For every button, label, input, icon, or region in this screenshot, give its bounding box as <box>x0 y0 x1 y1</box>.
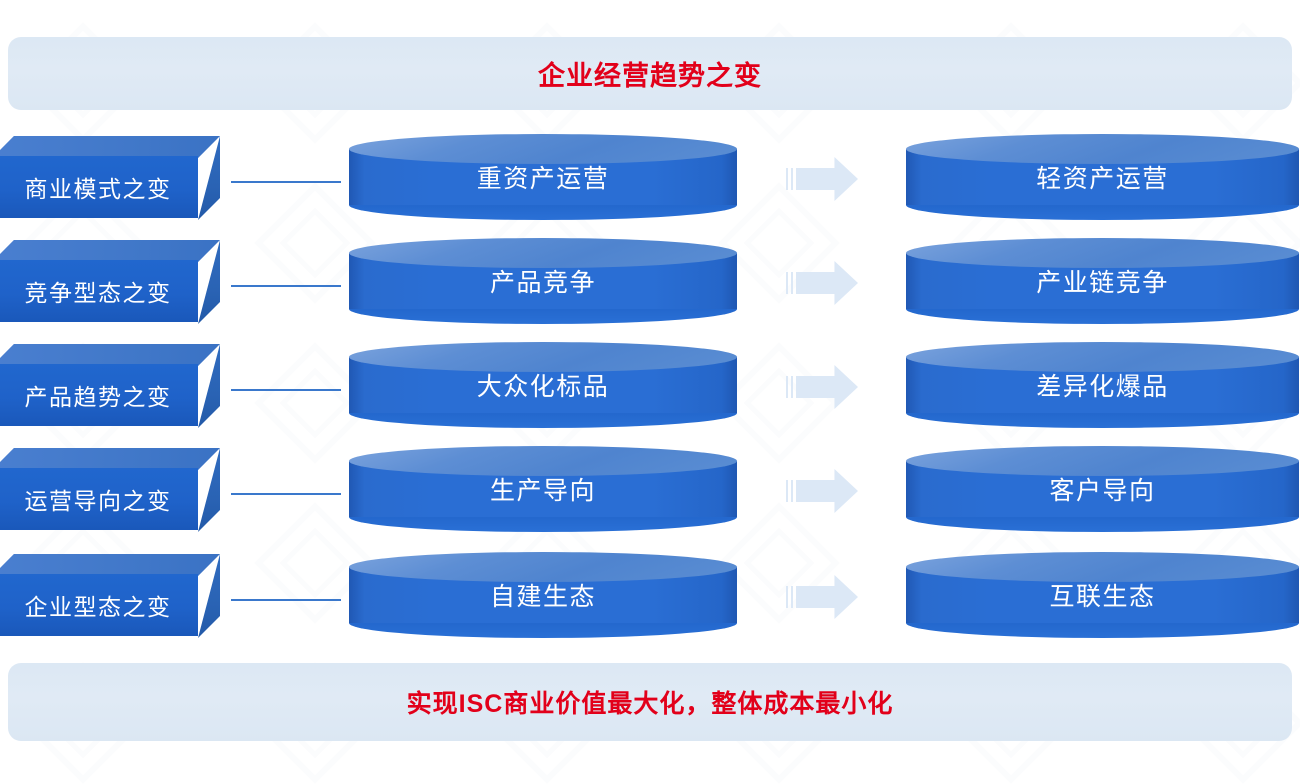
page-title: 企业经营趋势之变 <box>538 61 762 91</box>
category-box[interactable]: 竞争型态之变 <box>0 240 220 324</box>
box-top-face <box>0 136 220 158</box>
title-banner: 企业经营趋势之变 <box>8 37 1292 110</box>
current-state-cylinder[interactable]: 自建生态 <box>349 552 737 638</box>
right-arrow-icon <box>786 469 858 513</box>
diagram-row: 企业型态之变 自建生态 互联生态 <box>0 548 1300 644</box>
arrow-tail-tick <box>791 376 793 398</box>
right-arrow-icon <box>786 157 858 201</box>
arrow-body <box>796 157 858 201</box>
current-state-label: 产品竞争 <box>489 269 596 297</box>
arrow-tail-tick <box>786 480 788 502</box>
future-state-label: 产业链竞争 <box>1036 269 1169 297</box>
diagram-row: 竞争型态之变 产品竞争 产业链竞争 <box>0 234 1300 330</box>
box-top-face <box>0 344 220 366</box>
arrow-tail-tick <box>786 272 788 294</box>
current-state-cylinder[interactable]: 重资产运营 <box>349 134 737 220</box>
conclusion-banner: 实现ISC商业价值最大化，整体成本最小化 <box>8 663 1292 741</box>
cylinder-top-cap <box>349 552 737 582</box>
cylinder-top-cap <box>349 238 737 268</box>
box-front-face: 企业型态之变 <box>0 574 198 636</box>
future-state-cylinder[interactable]: 客户导向 <box>906 446 1299 532</box>
cylinder-top-cap <box>906 134 1299 164</box>
arrow-tail-tick <box>786 376 788 398</box>
connector-line <box>231 389 341 391</box>
arrow-tail-tick <box>791 168 793 190</box>
arrow-body <box>796 261 858 305</box>
arrow-body <box>796 365 858 409</box>
arrow-body <box>796 575 858 619</box>
diagram-row: 商业模式之变 重资产运营 轻资产运营 <box>0 130 1300 226</box>
box-front-face: 竞争型态之变 <box>0 260 198 322</box>
cylinder-top-cap <box>349 134 737 164</box>
category-box[interactable]: 企业型态之变 <box>0 554 220 638</box>
cylinder-top-cap <box>906 446 1299 476</box>
category-label: 竞争型态之变 <box>24 280 172 306</box>
current-state-label: 生产导向 <box>489 477 596 505</box>
right-arrow-icon <box>786 575 858 619</box>
connector-line <box>231 493 341 495</box>
conclusion-text: 实现ISC商业价值最大化，整体成本最小化 <box>406 690 894 718</box>
current-state-cylinder[interactable]: 大众化标品 <box>349 342 737 428</box>
future-state-cylinder[interactable]: 互联生态 <box>906 552 1299 638</box>
arrow-tail-tick <box>786 586 788 608</box>
box-top-face <box>0 554 220 576</box>
current-state-label: 大众化标品 <box>476 373 610 401</box>
future-state-cylinder[interactable]: 差异化爆品 <box>906 342 1299 428</box>
box-front-face: 商业模式之变 <box>0 156 198 218</box>
arrow-tail-tick <box>791 480 793 502</box>
current-state-cylinder[interactable]: 产品竞争 <box>349 238 737 324</box>
future-state-label: 客户导向 <box>1049 477 1156 505</box>
future-state-label: 轻资产运营 <box>1036 165 1169 193</box>
box-front-face: 运营导向之变 <box>0 468 198 530</box>
future-state-cylinder[interactable]: 轻资产运营 <box>906 134 1299 220</box>
category-box[interactable]: 产品趋势之变 <box>0 344 220 428</box>
arrow-tail-tick <box>786 168 788 190</box>
box-top-face <box>0 448 220 470</box>
category-label: 产品趋势之变 <box>24 384 172 410</box>
arrow-tail-tick <box>791 272 793 294</box>
category-label: 运营导向之变 <box>24 488 172 514</box>
right-arrow-icon <box>786 365 858 409</box>
future-state-cylinder[interactable]: 产业链竞争 <box>906 238 1299 324</box>
diagram-row: 运营导向之变 生产导向 客户导向 <box>0 442 1300 538</box>
future-state-label: 互联生态 <box>1049 583 1156 611</box>
cylinder-top-cap <box>906 238 1299 268</box>
cylinder-top-cap <box>349 342 737 372</box>
cylinder-top-cap <box>349 446 737 476</box>
future-state-label: 差异化爆品 <box>1036 373 1169 401</box>
connector-line <box>231 285 341 287</box>
connector-line <box>231 599 341 601</box>
box-front-face: 产品趋势之变 <box>0 364 198 426</box>
category-box[interactable]: 商业模式之变 <box>0 136 220 220</box>
box-top-face <box>0 240 220 262</box>
arrow-tail-tick <box>791 586 793 608</box>
current-state-label: 自建生态 <box>489 583 596 611</box>
diagram-row: 产品趋势之变 大众化标品 差异化爆品 <box>0 338 1300 434</box>
right-arrow-icon <box>786 261 858 305</box>
current-state-cylinder[interactable]: 生产导向 <box>349 446 737 532</box>
connector-line <box>231 181 341 183</box>
category-box[interactable]: 运营导向之变 <box>0 448 220 532</box>
current-state-label: 重资产运营 <box>476 165 610 193</box>
cylinder-top-cap <box>906 552 1299 582</box>
category-label: 商业模式之变 <box>24 176 172 202</box>
cylinder-top-cap <box>906 342 1299 372</box>
category-label: 企业型态之变 <box>24 594 172 620</box>
arrow-body <box>796 469 858 513</box>
